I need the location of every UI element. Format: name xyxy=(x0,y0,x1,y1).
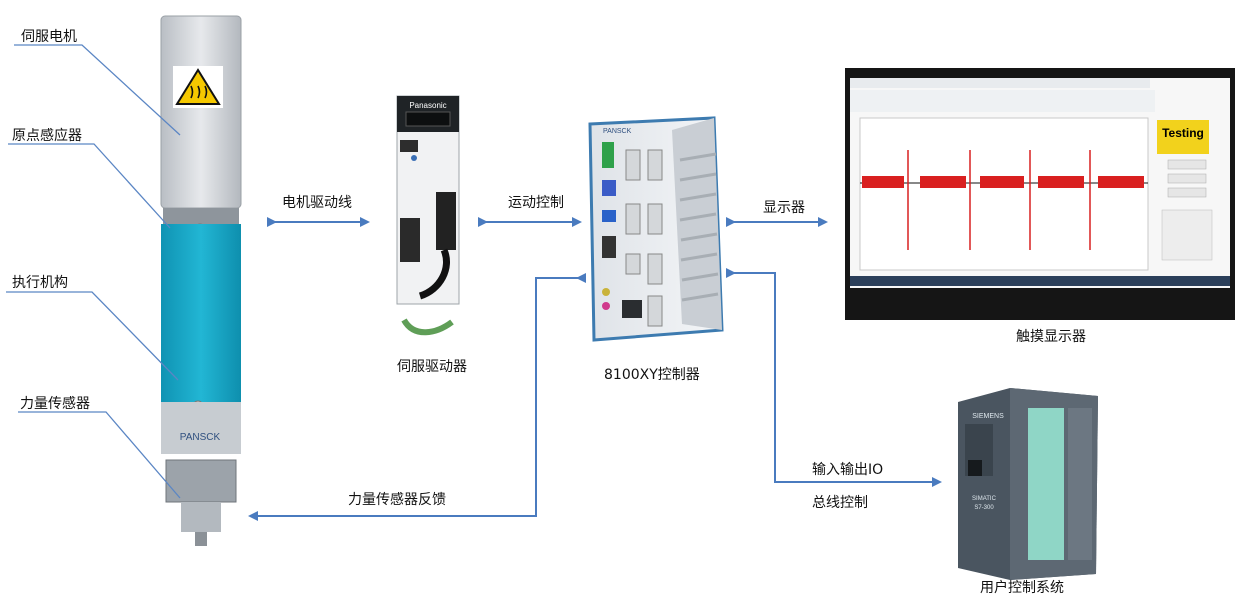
heat-warning-icon xyxy=(173,66,223,108)
label-servo-motor: 伺服电机 xyxy=(21,29,77,45)
label-display: 显示器 xyxy=(763,200,805,216)
label-bus-control: 总线控制 xyxy=(812,495,868,511)
label-io: 输入输出IO xyxy=(812,462,884,478)
label-actuator: 执行机构 xyxy=(12,275,68,291)
servo-motor-housing xyxy=(160,15,242,209)
label-servo-driver: 伺服驱动器 xyxy=(397,359,467,375)
plc-model-line2: S7-300 xyxy=(974,505,994,511)
testing-badge xyxy=(1157,120,1209,154)
actuator-body xyxy=(161,224,241,402)
label-user-control: 用户控制系统 xyxy=(980,580,1064,596)
actuator-assembly: PANSCK xyxy=(160,15,242,546)
servo-driver: Panasonic xyxy=(396,95,460,336)
plc-model-line1: SIMATIC xyxy=(972,496,997,502)
plc-brand: SIEMENS xyxy=(972,413,1004,420)
connector-arrows xyxy=(248,217,942,521)
label-touch-display: 触摸显示器 xyxy=(1016,329,1086,345)
plot-area xyxy=(859,117,1149,271)
label-home-sensor: 原点感应器 xyxy=(12,128,82,144)
label-motion-control: 运动控制 xyxy=(508,195,564,211)
plc-unit: SIEMENS SIMATIC S7-300 xyxy=(958,388,1098,580)
actuator-brand: PANSCK xyxy=(180,432,221,443)
driver-brand: Panasonic xyxy=(409,101,446,110)
label-controller: 8100XY控制器 xyxy=(604,367,700,383)
force-feedback-arrow xyxy=(248,273,586,521)
testing-badge-text: Testing xyxy=(1162,126,1204,140)
controller-brand: PANSCK xyxy=(603,128,632,135)
motion-controller: PANSCK xyxy=(588,116,724,342)
leader-lines xyxy=(6,44,181,499)
label-force-feedback: 力量传感器反馈 xyxy=(348,492,446,508)
touch-display: Testing xyxy=(845,68,1235,320)
force-sensor xyxy=(165,459,237,503)
io-bus-arrow xyxy=(726,268,942,487)
label-force-sensor: 力量传感器 xyxy=(20,396,90,412)
home-sensor-flange xyxy=(163,208,239,224)
label-motor-cable: 电机驱动线 xyxy=(282,195,352,211)
